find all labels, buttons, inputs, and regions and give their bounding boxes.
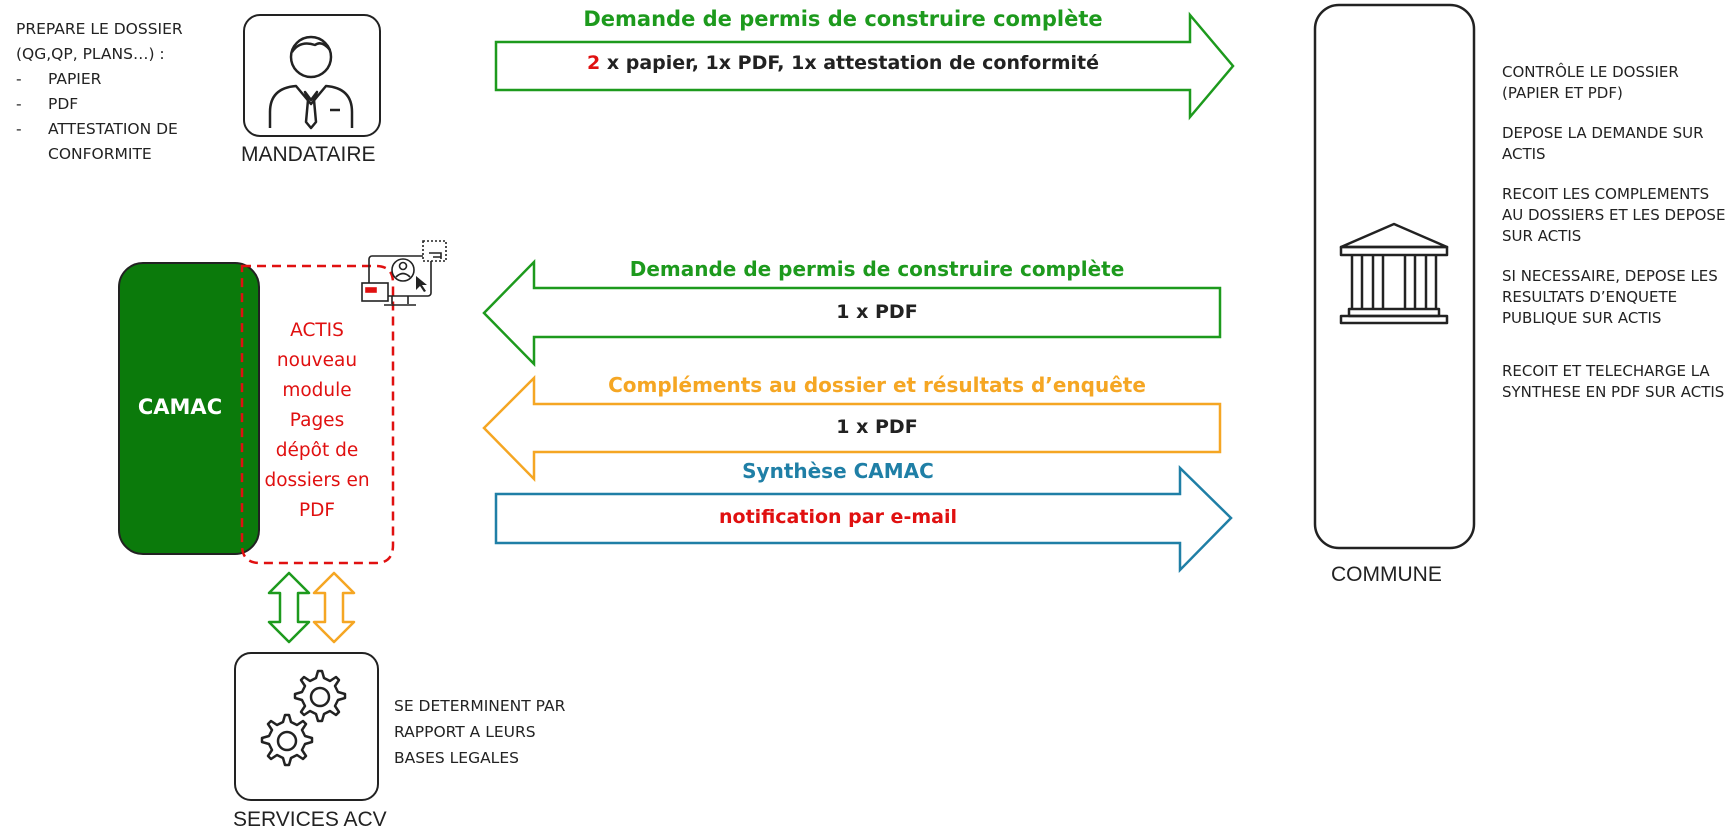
list-item: -PDF: [16, 95, 79, 113]
actis-line: nouveau: [276, 350, 358, 371]
arrow-3-shape: [482, 374, 1222, 483]
services-note-line: SE DETERMINENT PAR: [394, 697, 566, 715]
camac-label: CAMAC: [137, 395, 223, 419]
actis-line: PDF: [298, 500, 336, 521]
services-notes: SE DETERMINENT PAR RAPPORT A LEURS BASES…: [394, 693, 565, 771]
actis-dashed-box: [240, 264, 395, 565]
arrow-2-title: Demande de permis de construire complète: [629, 257, 1125, 281]
arrow-2-body: 1 x PDF: [836, 301, 918, 323]
arrow-1-body: 2 x papier, 1x PDF, 1x attestation de co…: [496, 52, 1190, 74]
arrow-1-count: 2: [587, 52, 601, 74]
commune-box: [1313, 3, 1476, 550]
arrow-2-shape: [482, 258, 1222, 368]
list-item: -PAPIER: [16, 70, 102, 88]
arrow-1-shape: [494, 11, 1235, 121]
actis-line: dossiers en: [264, 470, 370, 491]
arrow-4-title: Synthèse CAMAC: [742, 459, 934, 483]
services-note-line: RAPPORT A LEURS: [394, 723, 536, 741]
list-item: CONFORMITE: [48, 145, 152, 163]
services-box: [234, 652, 379, 801]
double-arrow-green: [267, 571, 311, 644]
person-icon: [268, 35, 354, 130]
mandataire-label: MANDATAIRE: [241, 143, 376, 166]
double-arrow-orange: [312, 571, 356, 644]
commune-notes: CONTRÔLE LE DOSSIER(PAPIER ET PDF) DEPOS…: [1502, 62, 1734, 403]
mandataire-box: [243, 14, 381, 137]
actis-line: Pages: [289, 410, 345, 431]
list-item: -ATTESTATION DE: [16, 120, 178, 138]
arrow-1-title: Demande de permis de construire complète: [583, 7, 1103, 31]
gears-icon: [260, 669, 347, 767]
mandataire-note-line: PREPARE LE DOSSIER: [16, 20, 183, 38]
services-note-line: BASES LEGALES: [394, 749, 519, 767]
building-icon: [1339, 222, 1449, 325]
computer-user-icon: [361, 240, 447, 306]
arrow-3-title: Compléments au dossier et résultats d’en…: [608, 373, 1146, 397]
arrow-1-body-text: x papier, 1x PDF, 1x attestation de conf…: [600, 52, 1099, 74]
actis-line: module: [282, 380, 352, 401]
services-label: SERVICES ACV: [233, 808, 387, 831]
commune-note: CONTRÔLE LE DOSSIER(PAPIER ET PDF): [1502, 63, 1679, 102]
arrow-4-body: notification par e-mail: [719, 506, 957, 528]
mandataire-notes: PREPARE LE DOSSIER (QG,QP, PLANS…) : -PA…: [16, 17, 183, 167]
arrow-3-body: 1 x PDF: [836, 416, 918, 438]
actis-line: dépôt de: [275, 440, 359, 461]
camac-box: [118, 262, 260, 555]
actis-text: ACTIS nouveau module Pages dépôt de doss…: [252, 316, 382, 526]
commune-label: COMMUNE: [1331, 563, 1442, 586]
actis-line: ACTIS: [290, 320, 344, 341]
mandataire-note-line: (QG,QP, PLANS…) :: [16, 45, 165, 63]
arrow-4-shape: [494, 465, 1233, 574]
